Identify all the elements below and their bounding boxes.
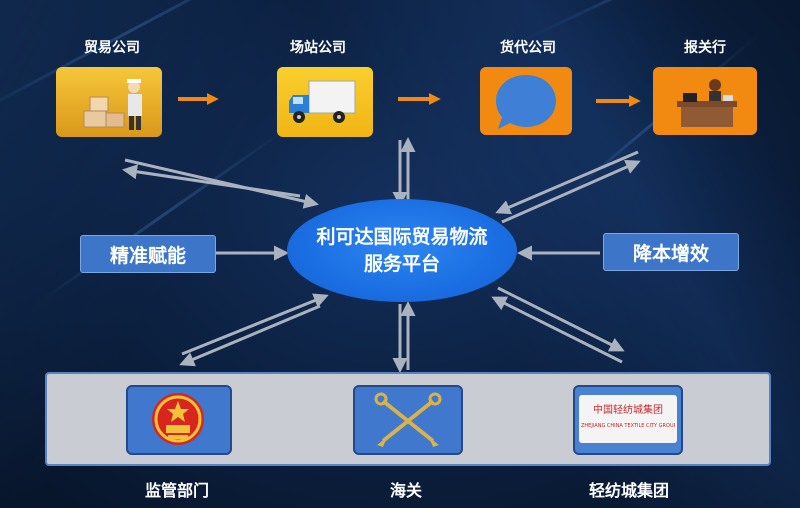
worker-boxes-icon <box>83 79 142 130</box>
platform-hub: 利可达国际贸易物流 服务平台 <box>287 199 517 302</box>
node-label-customs-broker: 报关行 <box>684 40 726 56</box>
precise-empowerment-label: 精准赋能 <box>80 235 216 273</box>
textile-city-group-card: 中国轻纺城集团 ZHEJIANG CHINA TEXTILE CITY GROU… <box>573 385 683 455</box>
customs-card <box>353 385 463 455</box>
label-regulator: 监管部门 <box>144 481 209 500</box>
forwarder-company-card <box>480 67 572 135</box>
group-logo-subtext: ZHEJIANG CHINA TEXTILE CITY GROUP <box>581 423 675 429</box>
trade-company-card <box>56 67 162 137</box>
node-label-station-company: 场站公司 <box>290 40 346 56</box>
hub-title-line1: 利可达国际贸易物流 <box>316 225 488 248</box>
cost-reduction-label: 降本增效 <box>603 233 739 271</box>
office-desk-icon <box>677 79 737 127</box>
customs-broker-card <box>653 67 757 135</box>
station-company-card <box>277 67 373 137</box>
regulator-card <box>126 385 232 455</box>
group-logo-text: 中国轻纺城集团 <box>593 405 663 416</box>
flow-arrows <box>178 93 641 107</box>
platform-links <box>122 137 641 373</box>
label-customs: 海关 <box>389 481 422 500</box>
chat-bubble-icon <box>496 75 556 129</box>
node-label-trade-company: 贸易公司 <box>84 40 140 56</box>
customs-emblem-icon <box>374 392 442 447</box>
node-label-forwarder-company: 货代公司 <box>500 40 556 56</box>
group-logo-icon: 中国轻纺城集团 ZHEJIANG CHINA TEXTILE CITY GROU… <box>579 395 677 443</box>
label-textile-city-group: 轻纺城集团 <box>588 481 669 500</box>
truck-icon <box>289 80 356 123</box>
hub-title-line2: 服务平台 <box>363 252 440 275</box>
national-emblem-icon <box>152 393 204 445</box>
